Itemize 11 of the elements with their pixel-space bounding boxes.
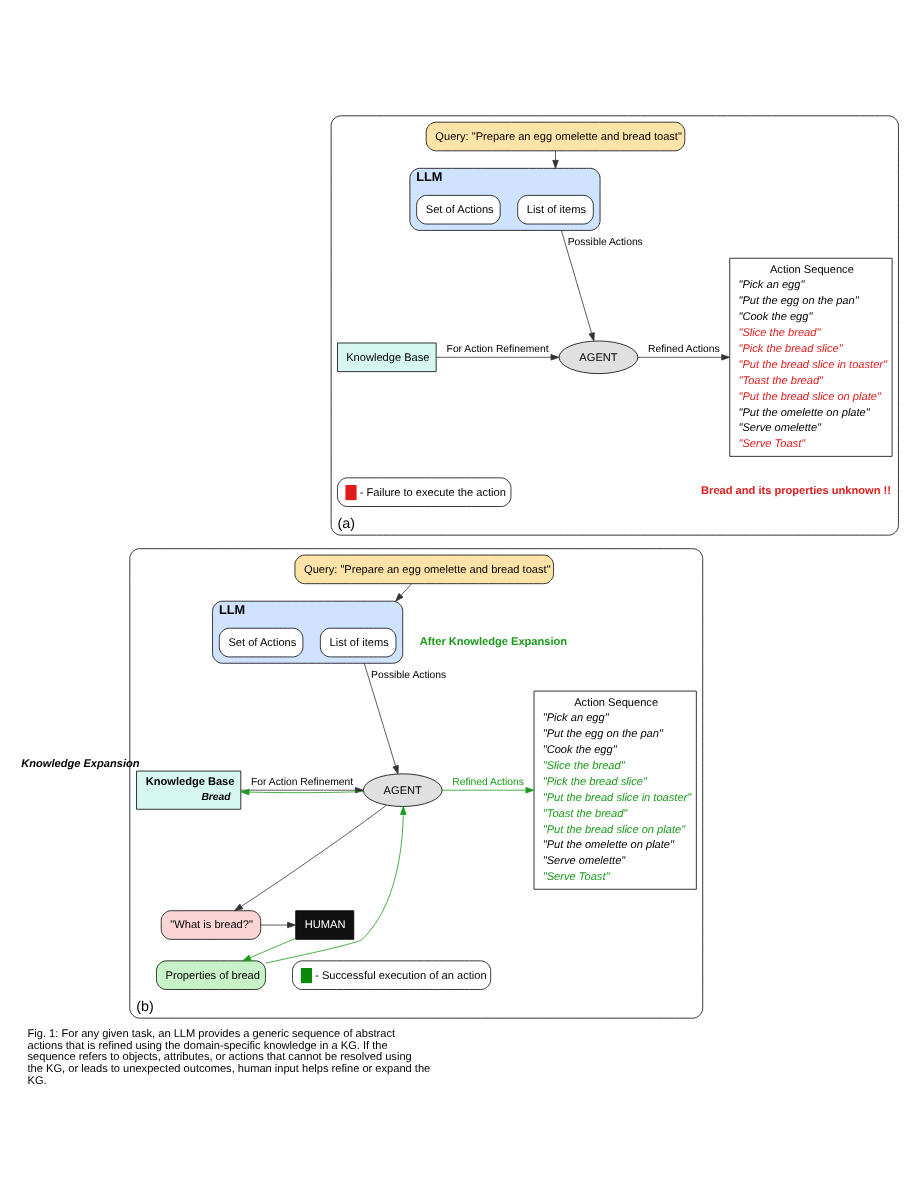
arrow (264, 806, 406, 964)
arrow (241, 937, 295, 962)
arrow (636, 354, 730, 361)
arrow (440, 787, 534, 794)
arrow (394, 583, 411, 602)
arrow (551, 150, 558, 169)
arrow (233, 804, 386, 912)
arrow (434, 354, 559, 361)
arrow (259, 921, 295, 929)
arrow (362, 662, 398, 775)
arrow (559, 230, 594, 342)
